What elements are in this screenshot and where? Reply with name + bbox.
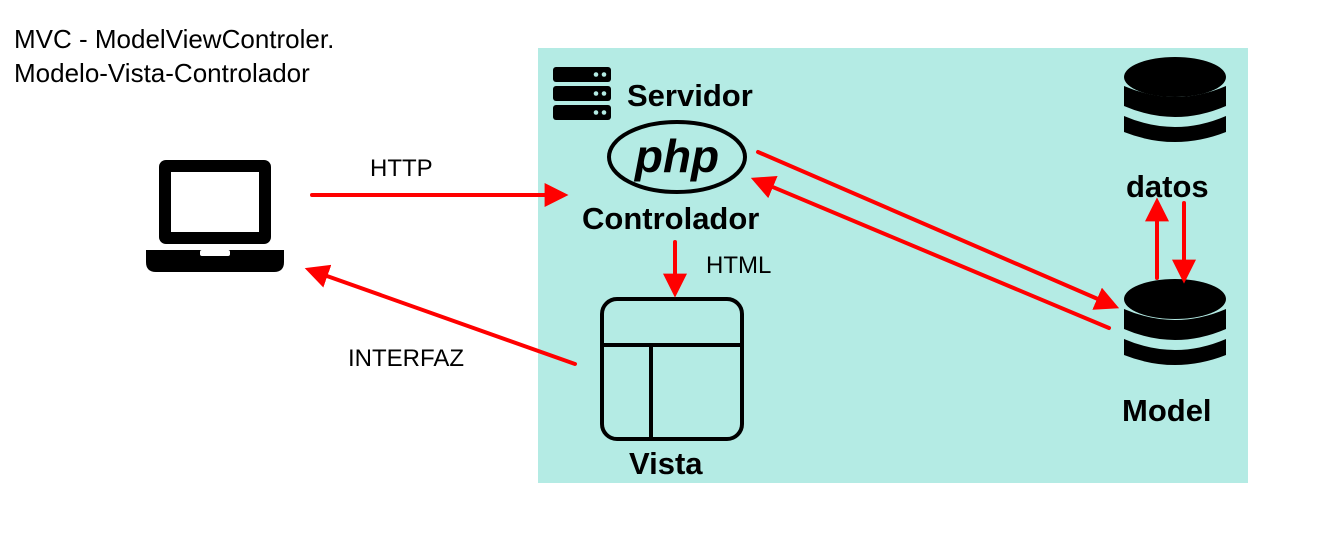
server-label: Servidor	[627, 78, 753, 113]
arrows	[304, 150, 1196, 366]
model-to-controller-arrow	[750, 176, 1111, 330]
model-label: Model	[1122, 393, 1212, 428]
interfaz-arrow	[304, 264, 577, 366]
diagram-title: MVC - ModelViewControler.	[14, 24, 335, 54]
server-rack-icon	[553, 67, 611, 120]
diagram-subtitle: Modelo-Vista-Controlador	[14, 58, 310, 88]
php-logo-icon: php	[607, 120, 747, 194]
view-label: Vista	[629, 446, 703, 481]
php-logo-text: php	[633, 130, 719, 182]
controller-to-model-arrow	[756, 150, 1120, 310]
datos-label: datos	[1126, 169, 1209, 204]
interfaz-label: INTERFAZ	[348, 345, 465, 372]
laptop-icon	[146, 160, 284, 272]
model-database-icon	[1124, 279, 1226, 365]
layout-window-icon	[600, 297, 744, 441]
http-label: HTTP	[370, 155, 433, 182]
controller-label: Controlador	[582, 201, 760, 236]
html-label: HTML	[706, 252, 772, 279]
datos-database-icon	[1124, 57, 1226, 142]
